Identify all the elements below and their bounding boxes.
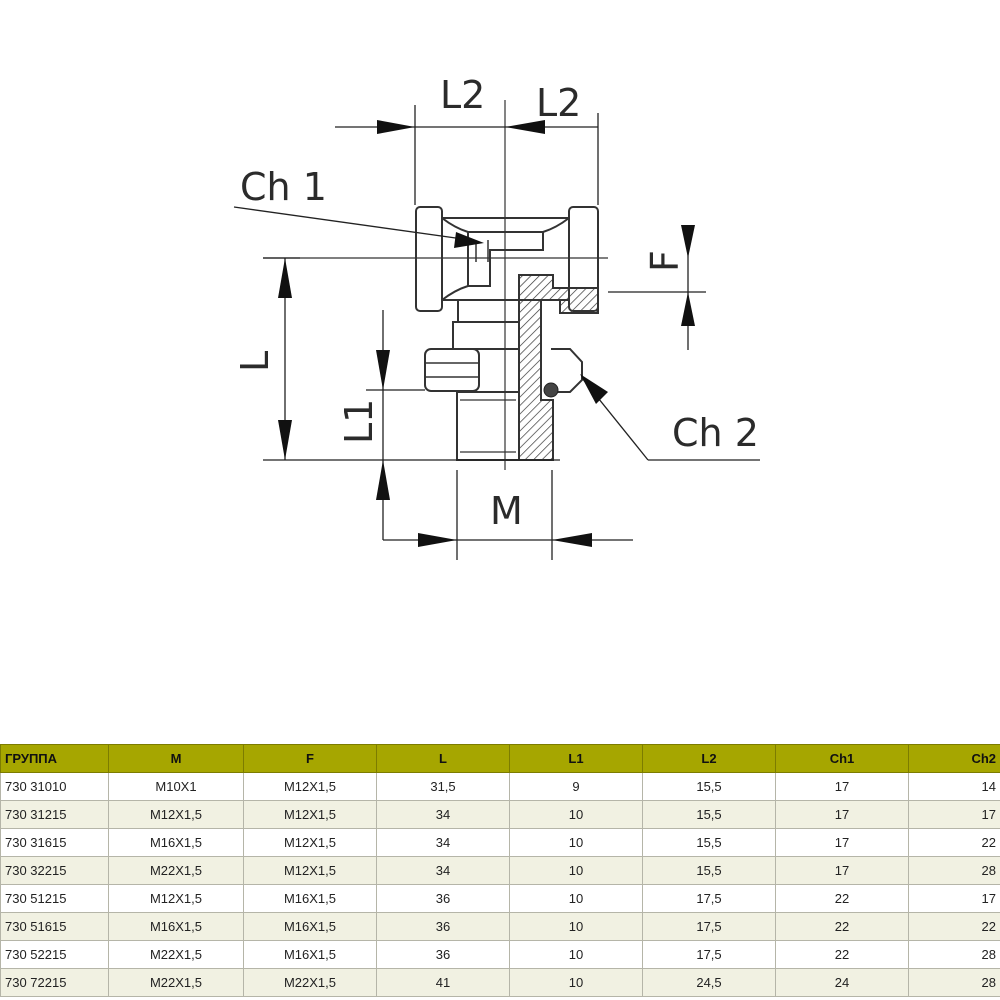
table-cell: M12X1,5 bbox=[243, 856, 377, 885]
table-cell: 17 bbox=[908, 884, 1000, 913]
table-cell: 730 32215 bbox=[0, 856, 109, 885]
label-l: L bbox=[233, 351, 277, 372]
table-cell: 9 bbox=[509, 772, 643, 801]
table-cell: M22X1,5 bbox=[108, 968, 244, 997]
table-cell: M16X1,5 bbox=[108, 828, 244, 857]
header-ch2: Ch2 bbox=[908, 744, 1000, 773]
table-cell: 17,5 bbox=[642, 884, 776, 913]
fitting-body bbox=[415, 206, 599, 461]
table-cell: 15,5 bbox=[642, 772, 776, 801]
table-cell: 730 31010 bbox=[0, 772, 109, 801]
table-cell: 41 bbox=[376, 968, 510, 997]
table-cell: M12X1,5 bbox=[243, 772, 377, 801]
table-cell: 17,5 bbox=[642, 912, 776, 941]
table-cell: M16X1,5 bbox=[243, 940, 377, 969]
label-ch2: Ch 2 bbox=[672, 411, 759, 455]
table-cell: 10 bbox=[509, 912, 643, 941]
table-cell: 730 72215 bbox=[0, 968, 109, 997]
header-l1: L1 bbox=[509, 744, 643, 773]
label-l2-right: L2 bbox=[536, 81, 581, 125]
table-cell: 22 bbox=[908, 828, 1000, 857]
table-cell: 34 bbox=[376, 856, 510, 885]
table-cell: 17 bbox=[775, 856, 909, 885]
table-cell: 10 bbox=[509, 856, 643, 885]
table-cell: 17 bbox=[775, 800, 909, 829]
header-ch1: Ch1 bbox=[775, 744, 909, 773]
table-cell: M12X1,5 bbox=[243, 828, 377, 857]
label-l2-left: L2 bbox=[440, 73, 485, 117]
table-cell: 36 bbox=[376, 940, 510, 969]
table-cell: 24,5 bbox=[642, 968, 776, 997]
table-cell: 31,5 bbox=[376, 772, 510, 801]
table-cell: 730 51615 bbox=[0, 912, 109, 941]
table-cell: 17,5 bbox=[642, 940, 776, 969]
table-cell: 730 31615 bbox=[0, 828, 109, 857]
table-cell: M10X1 bbox=[108, 772, 244, 801]
table-cell: 22 bbox=[908, 912, 1000, 941]
centerlines bbox=[263, 100, 608, 470]
table-cell: 10 bbox=[509, 800, 643, 829]
table-cell: M12X1,5 bbox=[108, 800, 244, 829]
table-cell: 22 bbox=[775, 912, 909, 941]
table-cell: 28 bbox=[908, 856, 1000, 885]
table-cell: 730 31215 bbox=[0, 800, 109, 829]
table-cell: 28 bbox=[908, 968, 1000, 997]
technical-drawing: L2 L2 Ch 1 Ch 2 F L L1 M bbox=[233, 73, 760, 560]
dimension-lines bbox=[233, 105, 760, 560]
label-ch1: Ch 1 bbox=[240, 165, 327, 209]
table-cell: 17 bbox=[775, 828, 909, 857]
table-cell: 22 bbox=[775, 940, 909, 969]
table-cell: 14 bbox=[908, 772, 1000, 801]
table-cell: M12X1,5 bbox=[243, 800, 377, 829]
table-cell: 24 bbox=[775, 968, 909, 997]
table-cell: 730 51215 bbox=[0, 884, 109, 913]
header-m: M bbox=[108, 744, 244, 773]
table-cell: M12X1,5 bbox=[108, 884, 244, 913]
label-m: M bbox=[490, 489, 523, 533]
header-f: F bbox=[243, 744, 377, 773]
table-cell: 730 52215 bbox=[0, 940, 109, 969]
table-cell: 15,5 bbox=[642, 800, 776, 829]
table-cell: 34 bbox=[376, 800, 510, 829]
header-l: L bbox=[376, 744, 510, 773]
tee-fitting-drawing: L2 L2 Ch 1 Ch 2 F L L1 M bbox=[233, 73, 760, 560]
table-cell: 17 bbox=[775, 772, 909, 801]
table-cell: 10 bbox=[509, 828, 643, 857]
table-cell: 17 bbox=[908, 800, 1000, 829]
header-group: ГРУППА bbox=[0, 744, 109, 773]
table-cell: 36 bbox=[376, 912, 510, 941]
table-cell: 34 bbox=[376, 828, 510, 857]
table-header-row: ГРУППА M F L L1 L2 Ch1 Ch2 bbox=[0, 744, 1000, 773]
label-f: F bbox=[643, 250, 687, 272]
table-cell: 15,5 bbox=[642, 856, 776, 885]
table-cell: M22X1,5 bbox=[108, 856, 244, 885]
table-cell: M22X1,5 bbox=[108, 940, 244, 969]
table-cell: M16X1,5 bbox=[243, 912, 377, 941]
table-cell: M16X1,5 bbox=[108, 912, 244, 941]
cross-section-hatch bbox=[518, 274, 599, 461]
header-l2: L2 bbox=[642, 744, 776, 773]
table-cell: 28 bbox=[908, 940, 1000, 969]
table-cell: 10 bbox=[509, 940, 643, 969]
table-cell: M22X1,5 bbox=[243, 968, 377, 997]
table-cell: 22 bbox=[775, 884, 909, 913]
table-cell: 15,5 bbox=[642, 828, 776, 857]
table-cell: M16X1,5 bbox=[243, 884, 377, 913]
label-l1: L1 bbox=[337, 399, 381, 444]
table-cell: 10 bbox=[509, 968, 643, 997]
table-cell: 36 bbox=[376, 884, 510, 913]
table-cell: 10 bbox=[509, 884, 643, 913]
